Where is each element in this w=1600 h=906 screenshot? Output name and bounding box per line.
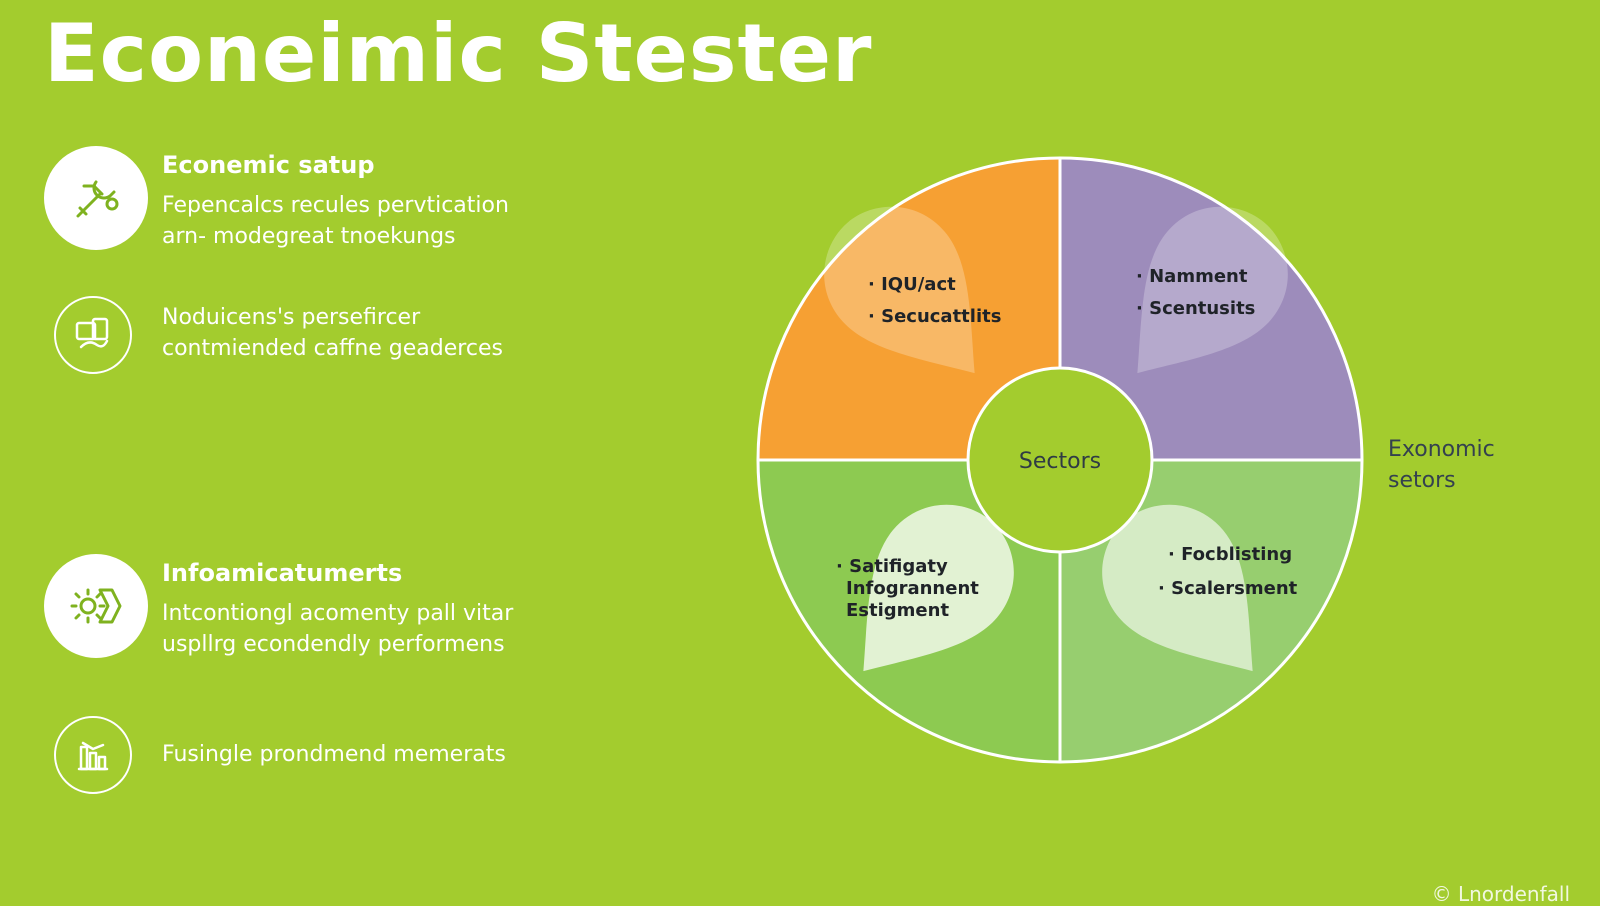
list-item-chart: Fusingle prondmend memerats [44,716,604,796]
quadrant-label: · IQU/act [868,274,956,295]
quadrant-label: · Scalersment [1158,578,1298,599]
chart-bars-icon [54,716,132,794]
center-label: Sectors [1019,449,1101,474]
highlight-bubble-green-right [1102,504,1253,672]
quadrant-label: · Secucattlits [868,306,1001,327]
side-label-line: Exonomic [1388,437,1495,462]
highlight-bubble-purple [1137,206,1288,374]
quadrant-label: Estigment [846,600,949,621]
item-body-line: uspllrg econdendly performens [162,632,505,658]
gear-chevron-icon [44,554,148,658]
item-heading: Infoamicatumerts [162,559,403,587]
devices-icon [54,296,132,374]
sector-diagram: Sectors · IQU/act · Secucattlits · Namment ·… [756,156,1364,764]
highlight-bubble-orange [824,206,975,374]
list-item-economic-setup: Econemic satup Fepencalcs recules pervti… [44,146,604,256]
page-title: Econeimic Stester [44,7,873,100]
list-item-infoamicatumerts: Infoamicatumerts Intcontiongl acomenty p… [44,554,604,664]
quadrant-label: · Focblisting [1168,544,1292,565]
side-label-line: setors [1388,468,1456,493]
sector-top-left [758,158,1060,460]
tools-icon [44,146,148,250]
item-body-line: Fusingle prondmend memerats [162,742,506,767]
side-label: Exonomic setors [1388,434,1495,496]
item-body-line: Noduicens's persefircer [162,305,421,330]
center-hub [966,366,1154,554]
quadrant-label: · Namment [1136,266,1248,287]
footer-watermark: © Lnordenfall [1431,882,1570,906]
item-body-line: Fepencalcs recules pervtication [162,193,509,219]
item-body-line: arn- modegreat tnoekungs [162,224,456,250]
list-item-devices: Noduicens's persefircer contmiended caff… [44,296,604,376]
outer-ring [756,156,1364,764]
highlight-bubble-green-left [863,504,1014,672]
quadrant-label: Infogrannent [846,578,979,599]
sector-top-right [1060,158,1362,460]
item-heading: Econemic satup [162,151,375,179]
item-body-line: Intcontiongl acomenty pall vitar [162,601,514,627]
quadrant-label: · Satifigaty [836,556,948,577]
item-body-line: contmiended caffne geaderces [162,336,503,361]
quadrant-label: · Scentusits [1136,298,1255,319]
